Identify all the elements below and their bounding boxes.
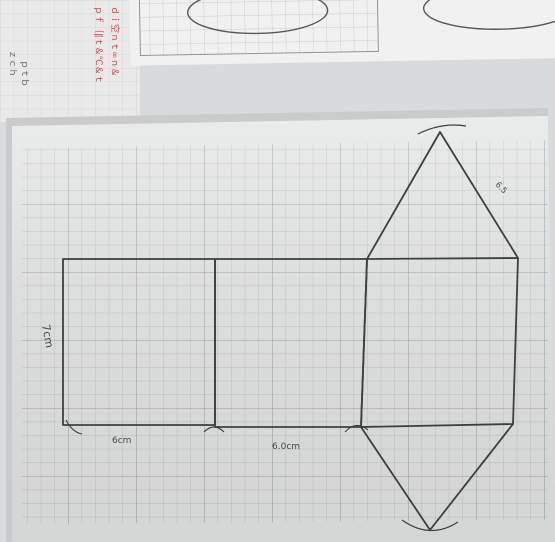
bottom-left-label: 6cm — [112, 436, 131, 446]
bottom-middle-label: 6.0cm — [272, 442, 300, 452]
margin-note-pencil: ｐｔｂ — [19, 60, 30, 87]
top-triangle — [366, 131, 519, 260]
upper-notebook-page — [0, 0, 140, 122]
compass-arc — [344, 424, 369, 433]
ellipse-drawing — [186, 0, 329, 35]
margin-note-pencil: ｚｃｈ — [7, 50, 18, 77]
margin-note-red: ｄｉ空ｎｔ∞ｎ＆ — [109, 6, 121, 77]
prism-net-drawing — [62, 124, 519, 532]
compass-arc — [203, 426, 225, 433]
height-label: 7cm — [39, 323, 56, 349]
ellipse-drawing — [422, 0, 555, 30]
compass-arc — [401, 519, 459, 532]
main-graph-paper — [6, 108, 555, 542]
compass-arc — [65, 419, 83, 435]
compass-arc — [417, 124, 467, 135]
upper-worksheet — [129, 0, 555, 66]
margin-note-red: ｐｆ｛∥ｔ＆℃＆ｔ — [93, 6, 104, 84]
